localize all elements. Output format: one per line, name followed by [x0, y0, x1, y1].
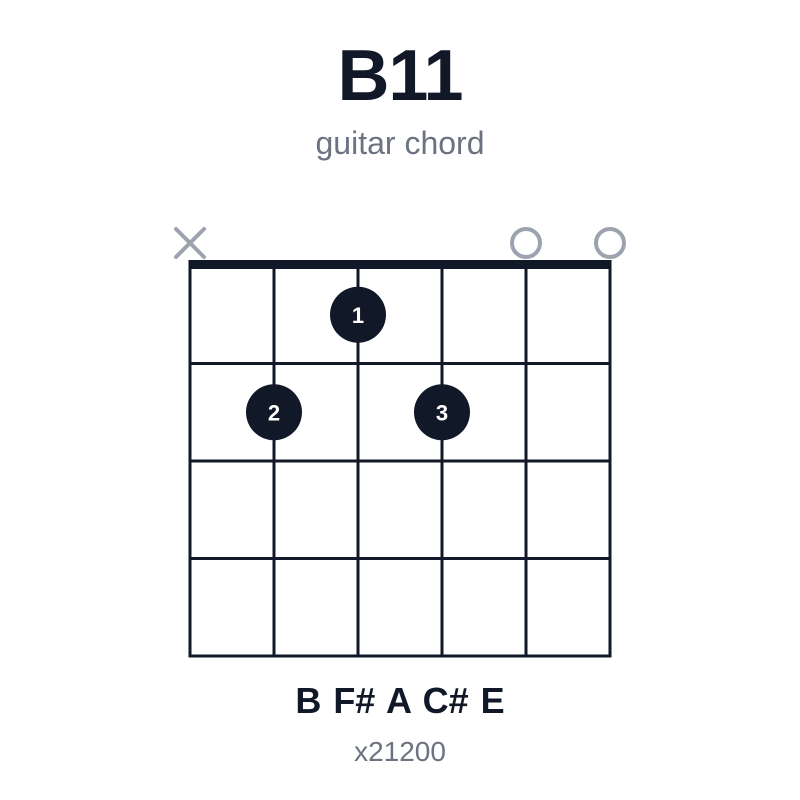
chord-name: B11 — [337, 36, 463, 116]
nut — [188, 260, 612, 269]
finger-number: 1 — [352, 303, 364, 328]
finger-dots: 1 2 3 — [246, 286, 470, 441]
finger-dot-circle — [246, 384, 302, 441]
muted-string-icon — [174, 227, 206, 259]
open-string-icon — [510, 227, 542, 259]
string-markers — [174, 227, 626, 259]
fretboard-grid — [188, 260, 612, 658]
finger-dot: 1 — [330, 286, 386, 343]
chord-fingering: x21200 — [354, 736, 446, 767]
finger-dot: 2 — [246, 384, 302, 441]
finger-dot-circle — [330, 286, 386, 343]
open-string-icon — [594, 227, 626, 259]
finger-number: 3 — [436, 400, 448, 425]
finger-number: 2 — [268, 400, 280, 425]
chord-notes: B F# A C# E — [295, 680, 505, 721]
chord-subtitle: guitar chord — [315, 125, 485, 161]
finger-dot: 3 — [414, 384, 470, 441]
finger-dot-circle — [414, 384, 470, 441]
